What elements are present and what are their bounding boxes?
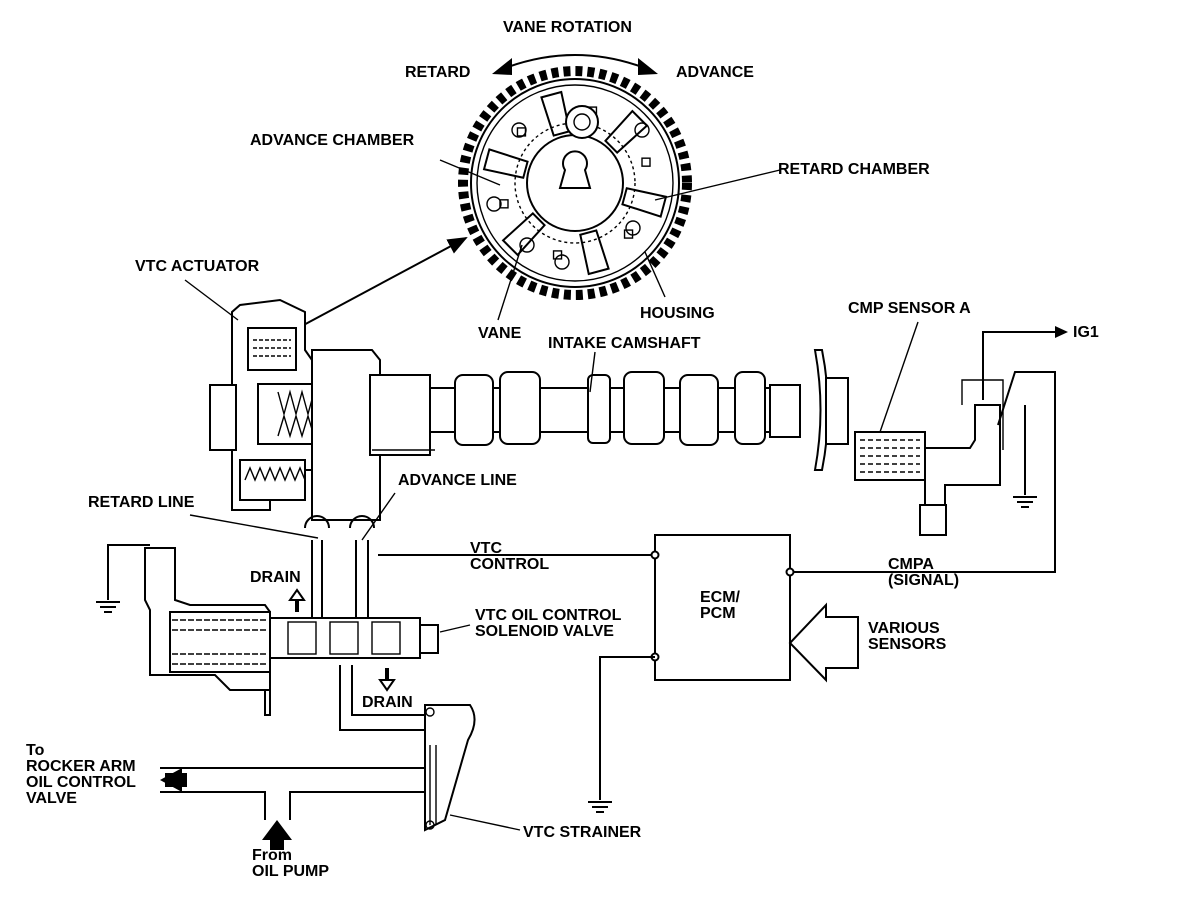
vtc-strainer <box>424 704 476 832</box>
drain-arrows <box>288 588 396 692</box>
oil-port <box>623 229 634 239</box>
vane-blade <box>501 212 546 257</box>
label-rocker-2: ROCKER ARM <box>26 758 136 775</box>
oil-port <box>641 157 651 167</box>
label-vane-rotation: VANE ROTATION <box>503 19 632 36</box>
label-rocker-3: OIL CONTROL <box>26 774 136 791</box>
ig1-terminal-icon <box>1055 326 1068 338</box>
from-oil-pump-arrow <box>262 820 292 840</box>
vtc-actuator <box>209 298 435 521</box>
label-solenoid-2: SOLENOID VALVE <box>475 623 614 640</box>
label-vtc-control-2: CONTROL <box>470 556 549 573</box>
label-intake-camshaft: INTAKE CAMSHAFT <box>548 335 701 352</box>
label-advance-chamber: ADVANCE CHAMBER <box>250 132 415 149</box>
label-ecm-1: ECM/ <box>700 589 741 606</box>
label-pump-1: From <box>252 847 292 864</box>
ecm-pcm-box <box>654 534 791 681</box>
label-drain-upper: DRAIN <box>250 569 301 586</box>
vtc-sprocket <box>458 66 692 300</box>
lock-pin <box>565 105 599 139</box>
label-pump-2: OIL PUMP <box>252 863 329 880</box>
label-vtc-control-1: VTC <box>470 540 502 557</box>
actuator-detail-pointer <box>284 237 468 336</box>
keyhole-bore <box>558 150 592 189</box>
label-retard-line: RETARD LINE <box>88 494 195 511</box>
cmp-sensor-a <box>854 379 1004 536</box>
label-advance: ADVANCE <box>676 64 754 81</box>
vane-blade <box>579 229 610 276</box>
oil-lines <box>160 515 425 820</box>
label-various-2: SENSORS <box>868 636 947 653</box>
label-retard: RETARD <box>405 64 470 81</box>
label-ecm-2: PCM <box>700 605 736 622</box>
label-cmp-sensor-a: CMP SENSOR A <box>848 300 971 317</box>
label-solenoid-1: VTC OIL CONTROL <box>475 607 622 624</box>
label-retard-chamber: RETARD CHAMBER <box>778 161 930 178</box>
vane-rotation-arrow <box>492 54 658 75</box>
label-rocker-4: VALVE <box>26 790 77 807</box>
spring-housing <box>247 327 297 371</box>
label-vtc-actuator: VTC ACTUATOR <box>135 258 260 275</box>
vane-blade <box>540 90 571 137</box>
wiring <box>107 331 1056 800</box>
leader-lines <box>184 159 919 831</box>
vtc-oil-control-solenoid-valve <box>144 547 439 716</box>
label-cmpa-2: (SIGNAL) <box>888 572 959 589</box>
label-rocker-1: To <box>26 742 45 759</box>
label-advance-line: ADVANCE LINE <box>398 472 517 489</box>
oil-port <box>499 199 509 209</box>
label-vtc-strainer: VTC STRAINER <box>523 824 642 841</box>
intake-camshaft <box>429 349 849 471</box>
label-various-1: VARIOUS <box>868 620 940 637</box>
label-cmpa-1: CMPA <box>888 556 934 573</box>
label-drain-lower: DRAIN <box>362 694 413 711</box>
label-ig1: IG1 <box>1073 324 1099 341</box>
various-sensors-arrow <box>788 602 859 683</box>
ground-symbols <box>96 496 1037 813</box>
label-housing: HOUSING <box>640 305 715 322</box>
label-vane: VANE <box>478 325 522 342</box>
